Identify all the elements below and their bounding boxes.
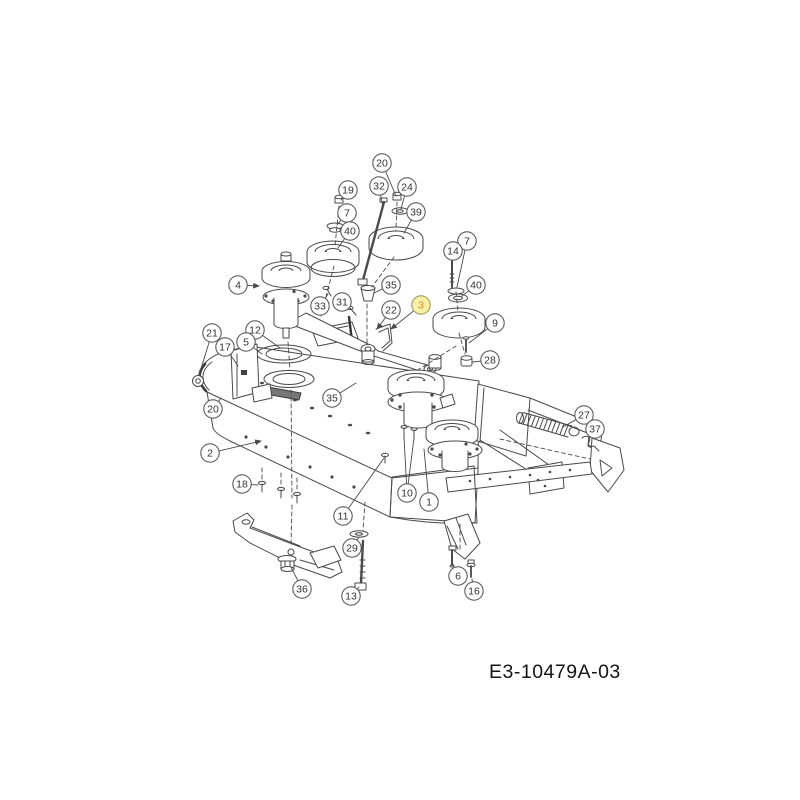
callout-24: 24 bbox=[397, 177, 417, 210]
bolt-6 bbox=[448, 545, 457, 568]
callout-16: 16 bbox=[464, 578, 484, 601]
blade-bolt-13 bbox=[354, 539, 367, 591]
svg-text:9: 9 bbox=[492, 318, 498, 330]
svg-text:35: 35 bbox=[385, 280, 397, 292]
callout-40: 40 bbox=[337, 221, 360, 249]
svg-text:16: 16 bbox=[468, 586, 480, 598]
svg-text:20: 20 bbox=[207, 404, 219, 416]
svg-text:39: 39 bbox=[410, 207, 422, 219]
svg-text:20: 20 bbox=[376, 158, 388, 170]
svg-text:12: 12 bbox=[249, 325, 261, 337]
callout-19: 19 bbox=[338, 180, 358, 201]
callout-35: 35 bbox=[322, 382, 357, 408]
blade bbox=[232, 512, 343, 579]
callout-5: 5 bbox=[236, 332, 263, 355]
callout-27: 27 bbox=[562, 405, 594, 428]
part-number: E3-10479A-03 bbox=[489, 661, 621, 683]
svg-text:19: 19 bbox=[342, 185, 354, 197]
callout-7: 7 bbox=[336, 203, 357, 226]
callout-36: 36 bbox=[290, 566, 312, 599]
extension-spring bbox=[516, 412, 580, 438]
callout-1: 1 bbox=[419, 448, 439, 512]
spacer bbox=[428, 354, 442, 371]
callout-6: 6 bbox=[448, 563, 468, 586]
svg-text:7: 7 bbox=[344, 208, 350, 220]
svg-text:13: 13 bbox=[345, 591, 357, 603]
svg-text:22: 22 bbox=[385, 305, 397, 317]
svg-text:1: 1 bbox=[426, 497, 432, 509]
callout-22: 22 bbox=[376, 300, 401, 330]
svg-text:29: 29 bbox=[346, 543, 358, 555]
cone-washer bbox=[360, 285, 376, 302]
callout-18: 18 bbox=[232, 474, 259, 494]
svg-text:24: 24 bbox=[401, 182, 413, 194]
idler-stack-right bbox=[432, 252, 486, 367]
callout-29: 29 bbox=[342, 536, 362, 558]
svg-text:14: 14 bbox=[447, 246, 459, 258]
callout-9: 9 bbox=[468, 313, 505, 344]
svg-text:33: 33 bbox=[314, 301, 326, 313]
callout-37: 37 bbox=[585, 419, 605, 440]
right-frame bbox=[389, 383, 625, 524]
callout-2: 2 bbox=[200, 439, 262, 463]
callout-17: 17 bbox=[215, 337, 239, 367]
screws-18 bbox=[258, 480, 301, 504]
callout-28: 28 bbox=[472, 350, 500, 370]
callout-7: 7 bbox=[456, 231, 477, 288]
svg-text:18: 18 bbox=[236, 479, 248, 491]
svg-text:21: 21 bbox=[206, 328, 218, 340]
callout-4: 4 bbox=[228, 275, 260, 295]
spindle-assembly-left bbox=[261, 251, 311, 339]
callout-13: 13 bbox=[341, 586, 361, 606]
svg-text:2: 2 bbox=[207, 448, 213, 460]
bolt-16 bbox=[466, 559, 476, 578]
callout-21: 21 bbox=[198, 323, 222, 376]
svg-text:7: 7 bbox=[464, 236, 470, 248]
svg-text:31: 31 bbox=[336, 297, 348, 309]
svg-text:11: 11 bbox=[338, 511, 349, 523]
rod-32 bbox=[357, 197, 388, 286]
washer-29 bbox=[349, 530, 369, 538]
svg-text:37: 37 bbox=[589, 424, 601, 436]
svg-text:3: 3 bbox=[418, 300, 424, 312]
callout-32: 32 bbox=[369, 176, 389, 209]
callout-40: 40 bbox=[461, 275, 486, 297]
svg-text:40: 40 bbox=[344, 226, 356, 238]
spindle-assembly-center bbox=[387, 369, 456, 441]
svg-text:32: 32 bbox=[373, 181, 385, 193]
callout-31: 31 bbox=[332, 292, 352, 312]
svg-text:27: 27 bbox=[578, 410, 590, 422]
callout-11: 11 bbox=[333, 457, 385, 526]
left-bracket bbox=[230, 343, 273, 403]
callout-3: 3 bbox=[390, 295, 431, 330]
callout-35: 35 bbox=[373, 275, 401, 295]
svg-text:35: 35 bbox=[326, 393, 338, 405]
callout-10: 10 bbox=[397, 436, 417, 503]
callout-39: 39 bbox=[403, 202, 426, 234]
belt-guide-bracket bbox=[375, 323, 393, 352]
blade-nut bbox=[277, 555, 297, 572]
idler-stack-left bbox=[306, 194, 360, 277]
svg-text:10: 10 bbox=[401, 488, 413, 500]
spindle-assembly-right bbox=[381, 419, 483, 472]
svg-text:28: 28 bbox=[484, 355, 496, 367]
svg-text:4: 4 bbox=[235, 280, 241, 292]
svg-text:17: 17 bbox=[219, 342, 231, 354]
svg-text:36: 36 bbox=[296, 584, 308, 596]
callout-33: 33 bbox=[310, 293, 330, 316]
svg-text:6: 6 bbox=[455, 571, 461, 583]
callout-20: 20 bbox=[203, 397, 223, 419]
callout-14: 14 bbox=[443, 241, 463, 263]
edge-roller bbox=[192, 375, 204, 387]
callout-20: 20 bbox=[372, 153, 397, 197]
svg-text:5: 5 bbox=[243, 337, 249, 349]
s-hook bbox=[581, 435, 600, 452]
svg-text:40: 40 bbox=[470, 280, 482, 292]
